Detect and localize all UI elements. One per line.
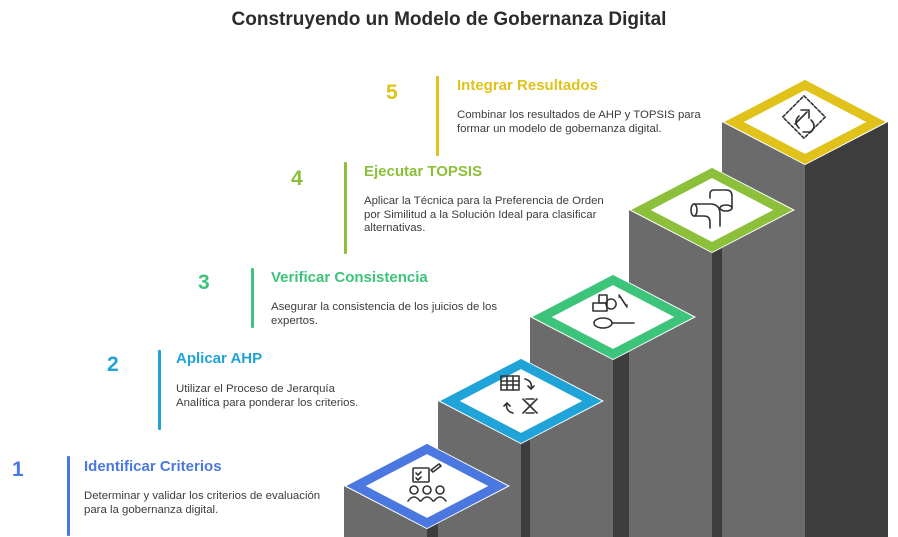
step-divider xyxy=(344,162,347,254)
step-divider xyxy=(158,350,161,430)
step-description: Aplicar la Técnica para la Preferencia d… xyxy=(364,195,604,234)
page-title: Construyendo un Modelo de Gobernanza Dig… xyxy=(231,9,667,30)
stair-face-right xyxy=(805,122,888,537)
step-divider xyxy=(251,268,254,328)
step-number: 2 xyxy=(107,353,119,376)
stair-top-border xyxy=(440,358,602,444)
step-description: Combinar los resultados de AHP y TOPSIS … xyxy=(457,109,701,135)
step-divider xyxy=(436,76,439,156)
checklist-people-icon xyxy=(407,463,447,502)
step-divider xyxy=(67,456,70,536)
step-heading: Aplicar AHP xyxy=(176,350,263,367)
stair-top-border xyxy=(724,79,886,165)
step-number: 5 xyxy=(386,81,398,104)
stair-top-border xyxy=(532,274,694,360)
integrate-arrow-icon xyxy=(781,94,827,140)
step-description: Utilizar el Proceso de Jerarquía Analíti… xyxy=(176,383,359,409)
step-heading: Verificar Consistencia xyxy=(271,269,428,286)
table-transform-icon xyxy=(500,375,538,414)
step-heading: Ejecutar TOPSIS xyxy=(364,163,483,180)
stair-face-left xyxy=(629,210,712,537)
stair-top-border xyxy=(631,167,793,253)
step-number: 3 xyxy=(198,271,210,294)
step-heading: Integrar Resultados xyxy=(457,77,598,94)
stair-face-left xyxy=(344,486,427,537)
step-description: Determinar y validar los criterios de ev… xyxy=(84,490,321,516)
step-number: 4 xyxy=(291,167,303,190)
stair-face-left xyxy=(530,317,613,537)
measure-percent-icon xyxy=(592,294,635,329)
step-heading: Identificar Criterios xyxy=(84,458,222,475)
step-description: Asegurar la consistencia de los juicios … xyxy=(271,301,498,327)
pipe-flow-icon xyxy=(690,189,733,229)
step-number: 1 xyxy=(12,458,24,481)
